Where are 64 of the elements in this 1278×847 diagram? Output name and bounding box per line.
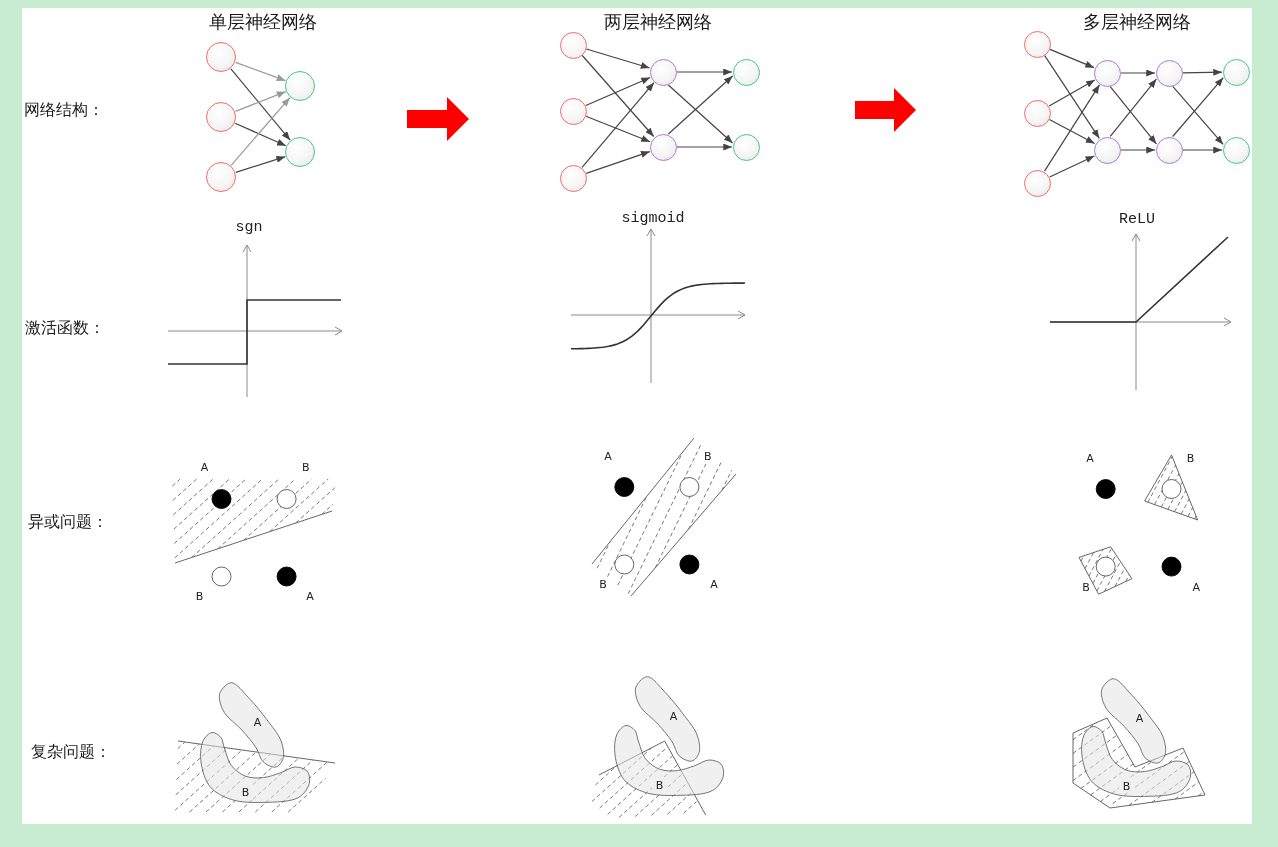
arrow (581, 54, 655, 138)
arrow (230, 68, 291, 141)
arrow (235, 156, 286, 173)
arrow (1048, 118, 1096, 145)
arrow (1172, 77, 1224, 138)
arrow (1182, 68, 1223, 76)
arrow (1049, 48, 1095, 69)
row-label: 复杂问题： (31, 741, 111, 763)
row-label: 激活函数： (25, 317, 105, 339)
class-label: B (1186, 451, 1195, 465)
arrow (1182, 146, 1223, 154)
arrow (234, 122, 287, 147)
class-label: B (655, 778, 664, 792)
class-label: A (253, 715, 262, 729)
arrow (1049, 155, 1095, 178)
column-heading: 多层神经网络 (1083, 10, 1191, 34)
arrow (1109, 86, 1157, 145)
function-name: sigmoid (621, 209, 685, 227)
class-label: A (1135, 711, 1144, 725)
arrow (585, 115, 651, 143)
class-blob (218, 681, 286, 769)
class-label: A (306, 589, 314, 603)
class-blob (199, 731, 312, 805)
arrow (1172, 85, 1224, 145)
class-label: B (195, 589, 204, 603)
row-label: 异或问题： (28, 511, 108, 533)
function-name: ReLU (1119, 210, 1155, 228)
row-label: 网络结构： (24, 99, 104, 121)
arrow (585, 150, 651, 175)
arrow (581, 82, 655, 168)
arrow (585, 76, 651, 107)
arrow (234, 61, 287, 82)
arrow (1043, 84, 1101, 172)
arrow (667, 84, 734, 144)
arrow (585, 48, 651, 69)
arrow (676, 68, 733, 76)
class-label: A (200, 460, 209, 474)
class-label: B (1082, 580, 1090, 594)
arrow (667, 75, 734, 135)
arrow (1048, 79, 1096, 107)
class-label: A (1086, 451, 1094, 465)
arrow (676, 143, 733, 151)
class-label: A (1192, 580, 1201, 594)
arrow (230, 97, 291, 166)
arrow (1109, 78, 1157, 137)
class-label: B (1122, 779, 1131, 793)
class-label: A (604, 449, 612, 463)
class-blob (634, 675, 702, 763)
column-heading: 两层神经网络 (604, 10, 712, 34)
arrow (1044, 55, 1100, 139)
class-blob (1080, 725, 1193, 799)
function-name: sgn (235, 218, 263, 236)
arrow (1120, 69, 1156, 77)
class-label: B (301, 460, 310, 474)
class-label: A (710, 577, 718, 591)
class-label: B (599, 577, 607, 591)
class-label: A (669, 709, 678, 723)
class-blob (1100, 677, 1168, 765)
class-label: B (704, 449, 712, 463)
class-label: B (241, 785, 250, 799)
arrow (234, 91, 287, 112)
column-heading: 单层神经网络 (209, 10, 317, 34)
arrow (1120, 146, 1156, 154)
class-blob (613, 724, 726, 798)
